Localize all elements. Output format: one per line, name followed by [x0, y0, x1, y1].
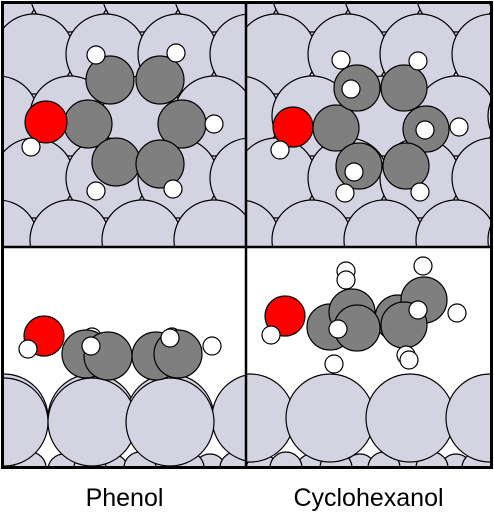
surface-atom	[209, 137, 245, 219]
surface-atom	[125, 377, 215, 466]
carbon-atom	[91, 137, 141, 187]
subsurface-atom	[295, 262, 321, 288]
carbon-atom	[382, 142, 430, 190]
subsurface-atom	[127, 262, 153, 288]
surface-atom	[415, 199, 490, 246]
hydrogen-atom	[270, 140, 290, 160]
subsurface-atom	[441, 262, 467, 288]
hydrogen-atom	[413, 256, 433, 276]
oxygen-atom	[24, 100, 68, 144]
subsurface-atom	[247, 262, 273, 288]
oxygen-atom	[272, 106, 314, 148]
hydrogen-atom	[399, 350, 419, 370]
hydrogen-atom	[163, 179, 183, 199]
carbon-atom	[380, 64, 428, 112]
hydrogen-atom	[261, 325, 281, 345]
hydrogen-atom	[415, 120, 435, 140]
carbon-atom	[85, 55, 135, 105]
subsurface-atom	[175, 262, 201, 288]
hydrogen-atom	[335, 183, 355, 203]
subsurface-atom	[151, 262, 177, 288]
surface-atom	[4, 377, 49, 466]
phenol-top-view	[4, 4, 321, 342]
caption-cyclohexanol: Cyclohexanol	[293, 484, 444, 512]
subsurface-atom	[269, 451, 303, 466]
hydrogen-atom	[324, 354, 344, 374]
hydrogen-atom	[408, 300, 428, 320]
subsurface-atom	[103, 262, 129, 288]
hydrogen-atom	[204, 114, 224, 134]
subsurface-atom	[7, 262, 33, 288]
hydrogen-atom	[331, 50, 351, 70]
hydrogen-atom	[86, 181, 106, 201]
surface-atom	[489, 4, 490, 7]
hydrogen-atom	[86, 45, 106, 65]
subsurface-atom	[199, 262, 225, 288]
hydrogen-atom	[341, 79, 361, 99]
surface-atom	[452, 262, 494, 342]
hydrogen-atom	[81, 336, 101, 356]
hydrogen-atom	[410, 182, 430, 202]
caption-phenol: Phenol	[85, 484, 164, 512]
surface-atom	[343, 199, 425, 246]
cyclohexanol-top-view	[247, 4, 494, 342]
subsurface-atom	[297, 262, 323, 288]
cyclohexanol-side-view	[247, 256, 490, 466]
hydrogen-atom	[202, 336, 222, 356]
subsurface-atom	[79, 262, 105, 288]
surface-atom	[101, 199, 183, 246]
subsurface-atom	[369, 262, 395, 288]
hydrogen-atom	[21, 137, 41, 157]
surface-atom	[209, 13, 245, 95]
subsurface-atom	[55, 262, 81, 288]
panel-frames	[1, 1, 493, 469]
hydrogen-atom	[18, 339, 38, 359]
subsurface-atom	[273, 262, 299, 288]
surface-atom	[29, 199, 111, 246]
surface-atom	[173, 199, 245, 246]
subsurface-atom	[249, 262, 275, 288]
carbon-atom	[135, 55, 185, 105]
subsurface-atom	[271, 262, 297, 288]
carbon-atom	[135, 139, 185, 189]
surface-atom	[451, 137, 490, 219]
surface-atom	[285, 373, 375, 463]
surface-atom	[487, 225, 490, 246]
hydrogen-atom	[449, 117, 469, 137]
surface-atom	[365, 373, 455, 463]
subsurface-atom	[465, 262, 491, 288]
hydrogen-atom	[408, 51, 428, 71]
hydrogen-atom	[160, 328, 180, 348]
phenol-side-view	[4, 315, 245, 466]
surface-atom	[487, 101, 490, 131]
hydrogen-atom	[344, 162, 364, 182]
hydrogen-atom	[166, 43, 186, 63]
subsurface-atom	[31, 262, 57, 288]
hydrogen-atom	[328, 319, 348, 339]
surface-atom	[47, 377, 137, 466]
surface-atom	[66, 262, 146, 342]
oxygen-atom	[264, 295, 306, 337]
surface-atom	[451, 13, 490, 95]
subsurface-atom	[343, 453, 377, 466]
surface-atom	[445, 373, 490, 463]
hydrogen-atom	[336, 270, 356, 290]
hydrogen-atom	[447, 303, 467, 323]
adsorption-figure	[1, 1, 494, 469]
